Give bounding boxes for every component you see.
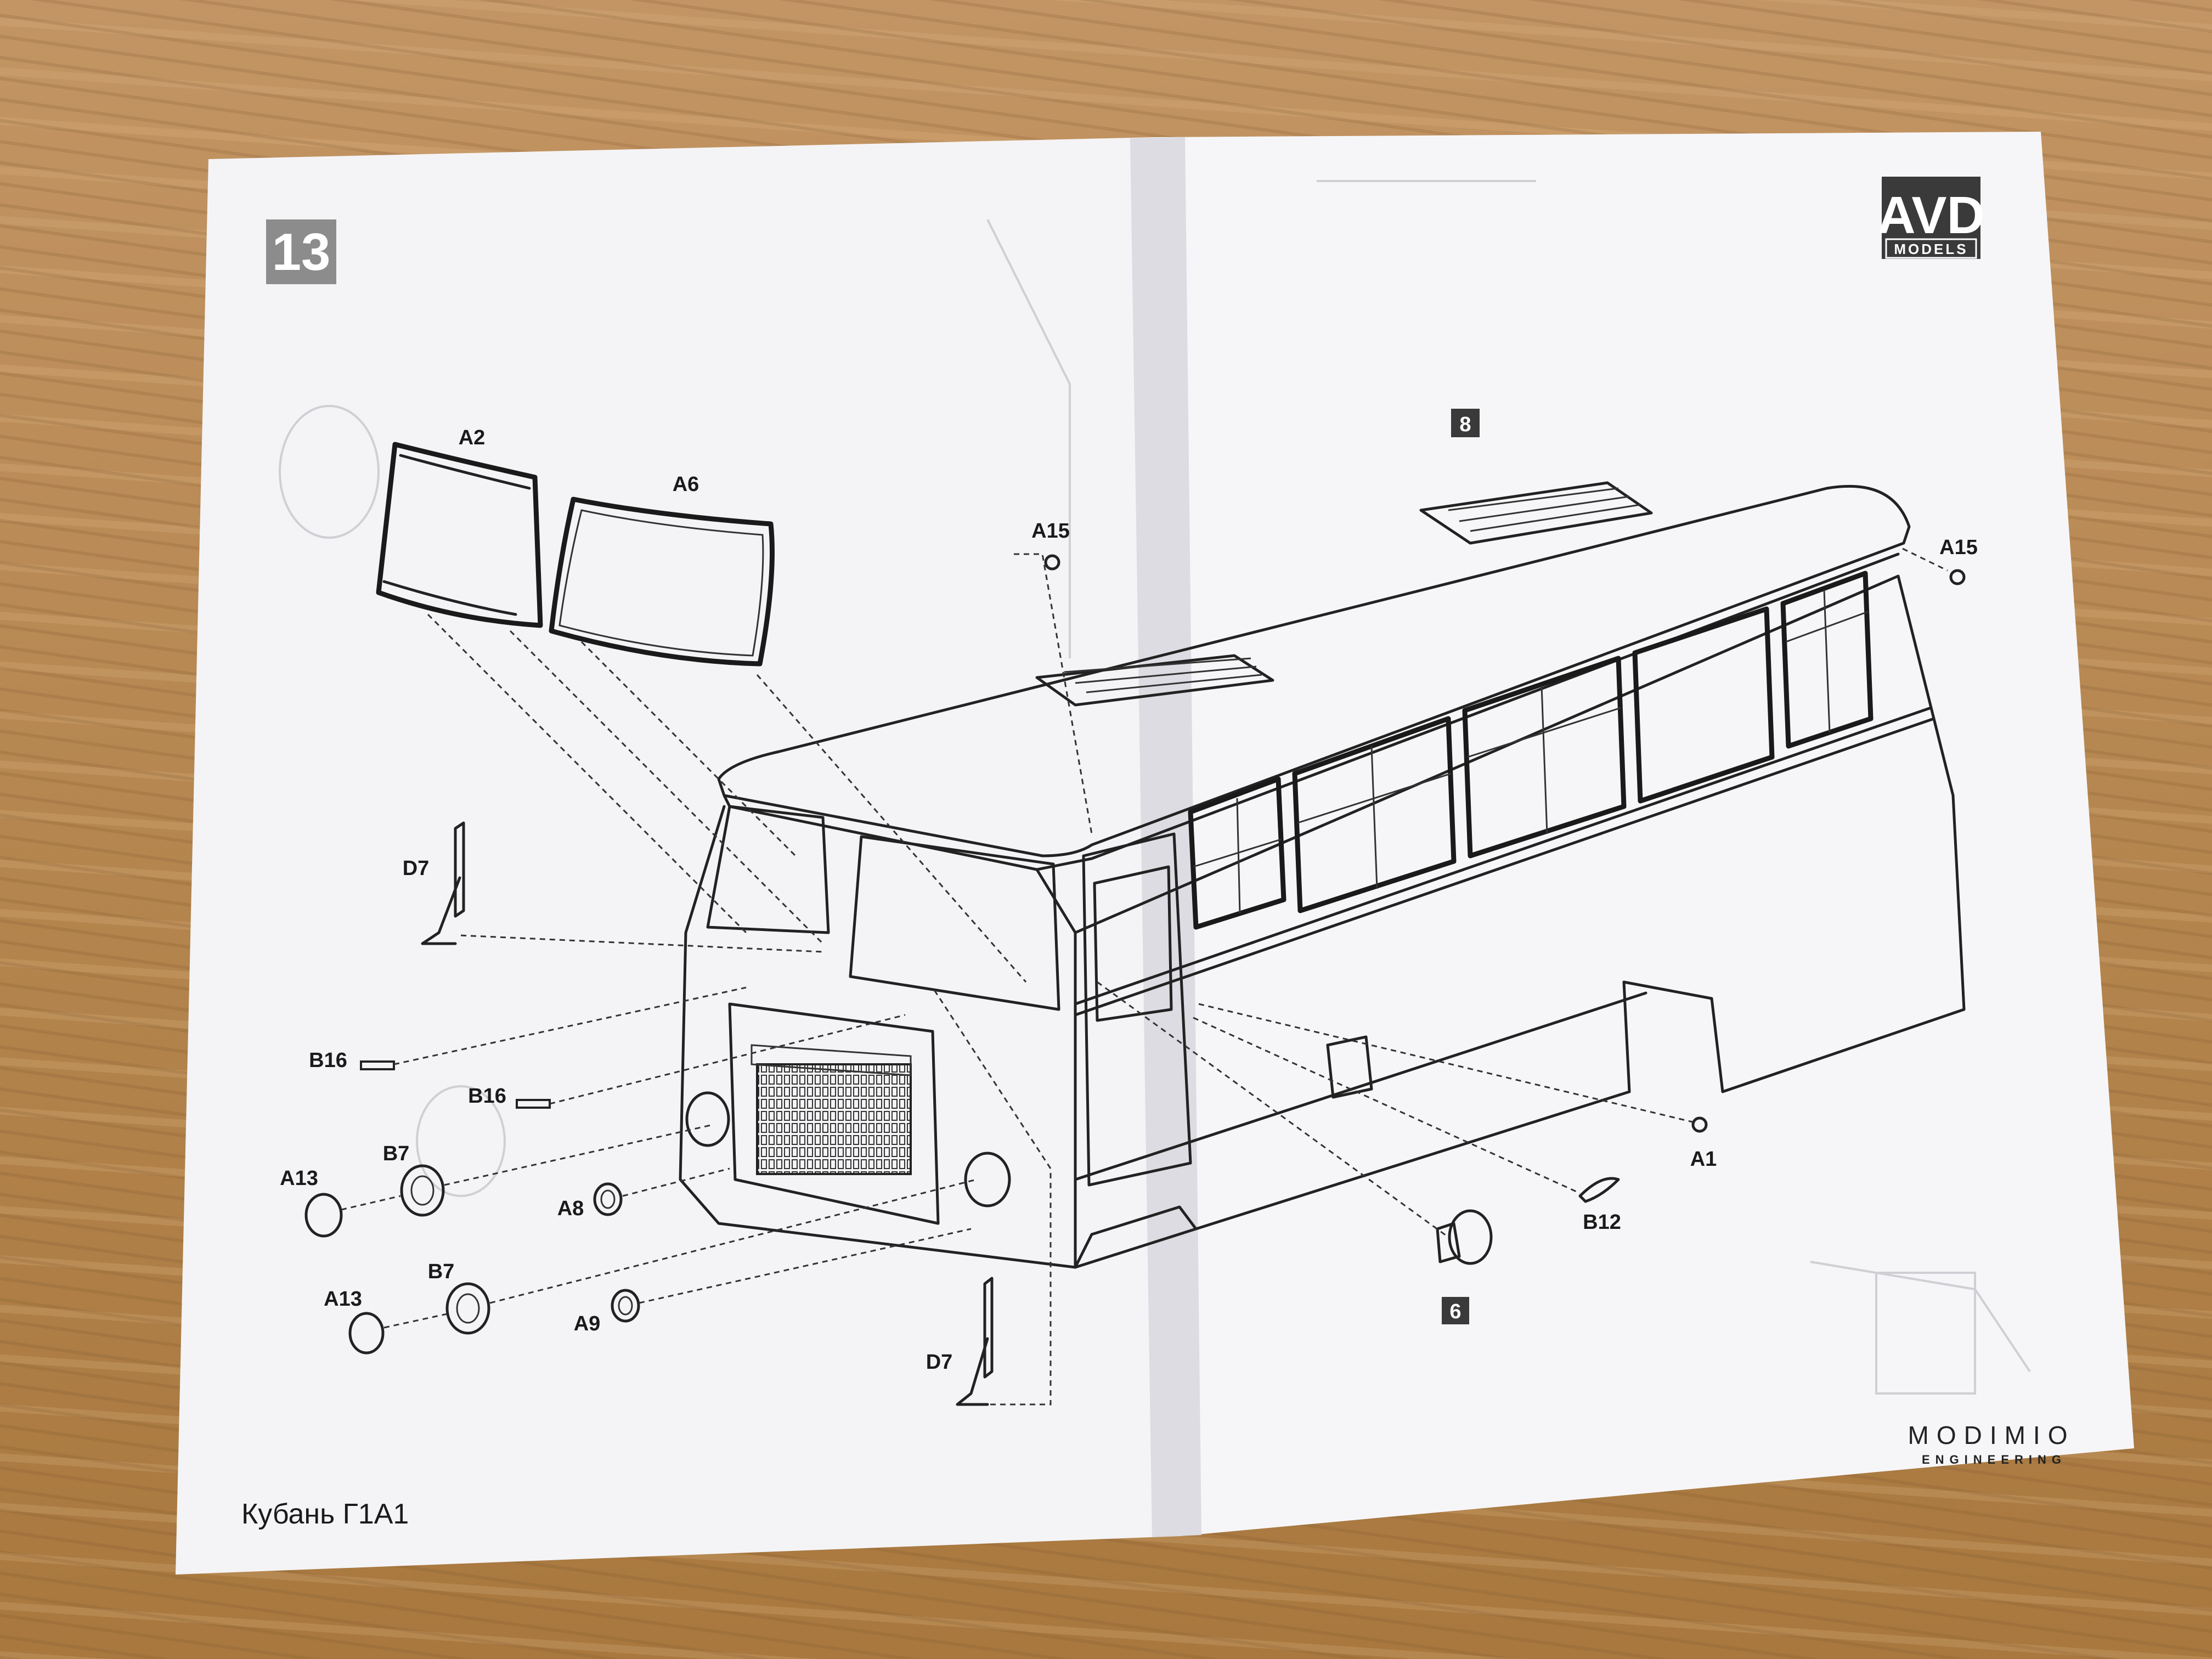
step-number-badge: 13 (266, 219, 336, 284)
callout-b7-top: B7 (383, 1142, 410, 1165)
modimio-engineering-logo: MODIMIO ENGINEERING (1908, 1421, 2075, 1466)
callout-a13-top: A13 (280, 1167, 318, 1190)
mirror-part-d7-top (421, 821, 465, 945)
avd-models-logo: AVD MODELS (1877, 177, 1985, 259)
part-a13-top (304, 1193, 343, 1238)
windshield-part-a6 (549, 496, 775, 667)
callout-a9: A9 (574, 1312, 601, 1335)
show-through-ghost (279, 180, 2031, 1395)
part-a1 (1691, 1116, 1708, 1133)
avd-logo-text: AVD (1877, 186, 1985, 245)
grille-vents (756, 1063, 912, 1175)
callout-d7-bottom: D7 (926, 1351, 953, 1374)
callout-a2: A2 (459, 426, 486, 449)
callout-a15-left: A15 (1031, 520, 1070, 543)
callout-b7-bottom: B7 (428, 1260, 455, 1283)
callout-b16-right: B16 (468, 1085, 506, 1108)
bus-body-drawing (679, 481, 1966, 1269)
windshield-part-a2 (376, 442, 543, 628)
label-callouts-ref_8: 8 (1459, 413, 1471, 436)
part-a9 (611, 1289, 640, 1323)
callout-a13-bottom: A13 (324, 1288, 362, 1311)
mirror-part-d7-bottom (956, 1277, 994, 1406)
callout-a1: A1 (1690, 1148, 1717, 1171)
step-number: 13 (272, 223, 331, 281)
booklet-model-title: Кубань Г1А1 (241, 1498, 409, 1530)
callout-d7-top: D7 (403, 857, 430, 880)
callout-b16-left: B16 (309, 1049, 347, 1072)
right-page (1158, 132, 2134, 1536)
part-a15-left (1044, 554, 1060, 571)
fuel-cap-part (1436, 1209, 1493, 1265)
modimio-logo-text: MODIMIO (1908, 1421, 2075, 1449)
callout-a15-right: A15 (1939, 536, 1978, 559)
part-b12 (1578, 1177, 1620, 1203)
part-b7-bottom (445, 1282, 490, 1335)
callout-a6: A6 (673, 473, 699, 496)
callout-a8: A8 (557, 1197, 584, 1220)
ref-badge-8: 8 (1451, 409, 1480, 437)
callout-b12: B12 (1583, 1211, 1621, 1234)
part-a13-bottom (348, 1312, 385, 1355)
part-b7-top (400, 1164, 445, 1217)
ref-badge-6: 6 (1442, 1297, 1469, 1324)
engineering-logo-text: ENGINEERING (1922, 1453, 2067, 1466)
part-a8 (593, 1182, 623, 1216)
part-b16-left (360, 1060, 395, 1070)
part-a15-right (1949, 569, 1966, 585)
avd-logo-subtext: MODELS (1894, 241, 1968, 257)
assembly-guide-lines (341, 548, 1948, 1406)
side-windows (1188, 571, 1874, 930)
left-page (176, 137, 1180, 1575)
label-callouts-ref_6: 6 (1449, 1300, 1461, 1323)
